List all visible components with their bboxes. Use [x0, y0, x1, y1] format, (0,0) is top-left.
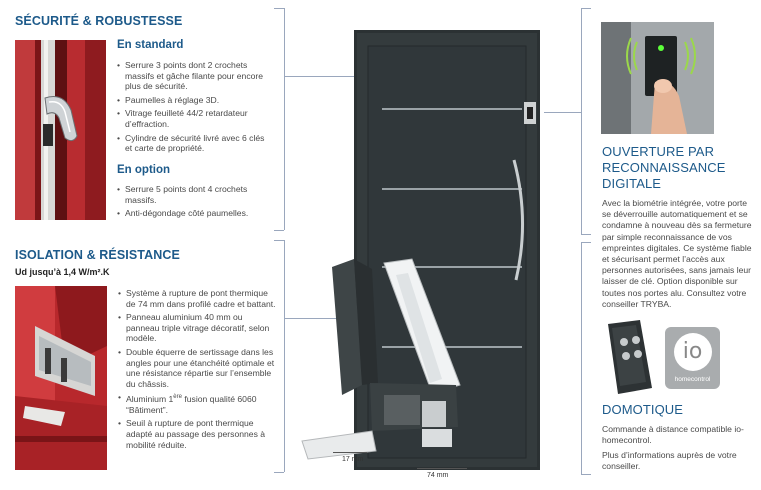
io-logo-mark: io [673, 333, 712, 371]
list-item: Système à rupture de pont thermique de 7… [118, 288, 276, 309]
alu-sup: ère [173, 394, 182, 401]
guide-line [581, 8, 582, 234]
ouverture-title-line: DIGITALE [602, 176, 662, 191]
list-item: Anti-dégondage côté paumelles. [117, 208, 267, 219]
list-item: Seuil à rupture de pont thermique adapté… [118, 418, 276, 450]
remote-photo [596, 320, 658, 394]
guide-line [284, 240, 285, 472]
list-item: Paumelles à réglage 3D. [117, 95, 267, 106]
ouverture-title-line: OUVERTURE PAR [602, 144, 715, 159]
dimension-74mm: 74 mm [427, 472, 449, 479]
domotique-text-2: Plus d’informations auprès de votre cons… [602, 450, 737, 472]
guide-line [274, 8, 284, 9]
guide-line [284, 76, 402, 77]
alu-suffix: fusion qualité 6060 “Bâtiment”. [126, 394, 257, 415]
list-item: Cylindre de sécurité livré avec 6 clés e… [117, 133, 267, 154]
ouverture-title-line: RECONNAISSANCE [602, 160, 726, 175]
guide-line [284, 8, 285, 230]
list-item: Double équerre de sertissage dans les an… [118, 347, 276, 389]
list-item: Vitrage feuilleté 44/2 retardateur d’eff… [117, 108, 267, 129]
guide-line [581, 234, 591, 235]
fingerprint-photo [601, 22, 714, 134]
ouverture-title: OUVERTURE PAR RECONNAISSANCE DIGITALE [602, 144, 725, 192]
guide-line [274, 230, 284, 231]
list-item: Serrure 3 points dont 2 crochets massifs… [117, 60, 267, 92]
guide-line [544, 112, 581, 113]
standard-label: En standard [117, 39, 184, 51]
securite-title: SÉCURITÉ & ROBUSTESSE [15, 14, 183, 28]
domotique-text-1: Commande à distance compatible io-homeco… [602, 424, 744, 446]
guide-line [581, 242, 591, 243]
alu-prefix: Aluminium 1 [126, 394, 174, 405]
guide-line [274, 240, 284, 241]
isolation-list: Système à rupture de pont thermique de 7… [118, 288, 276, 453]
lock-photo [15, 40, 106, 220]
guide-line [284, 318, 354, 319]
ouverture-text: Avec la biométrie intégrée, votre porte … [602, 198, 752, 309]
dimension-line [333, 452, 367, 453]
option-list: Serrure 5 points dont 4 crochets massifs… [117, 184, 267, 222]
isolation-subtitle: Ud jusqu’à 1,4 W/m².K [15, 267, 110, 277]
dimension-17mm: 17 mm [342, 456, 364, 463]
standard-list: Serrure 3 points dont 2 crochets massifs… [117, 60, 267, 157]
io-homecontrol-logo: io homecontrol [665, 327, 720, 389]
option-label: En option [117, 164, 171, 176]
list-item: Serrure 5 points dont 4 crochets massifs… [117, 184, 267, 205]
frame-section-photo [15, 286, 107, 470]
guide-line [581, 474, 591, 475]
guide-line [581, 242, 582, 474]
guide-line [581, 8, 591, 9]
isolation-title: ISOLATION & RÉSISTANCE [15, 248, 180, 262]
io-logo-caption: homecontrol [674, 376, 711, 383]
guide-line [274, 472, 284, 473]
domotique-title: DOMOTIQUE [602, 402, 684, 417]
dimension-line [417, 468, 467, 469]
list-item: Panneau aluminium 40 mm ou panneau tripl… [118, 312, 276, 344]
list-item: Aluminium 1ère fusion qualité 6060 “Bâti… [118, 392, 276, 415]
profile-section [292, 255, 472, 465]
